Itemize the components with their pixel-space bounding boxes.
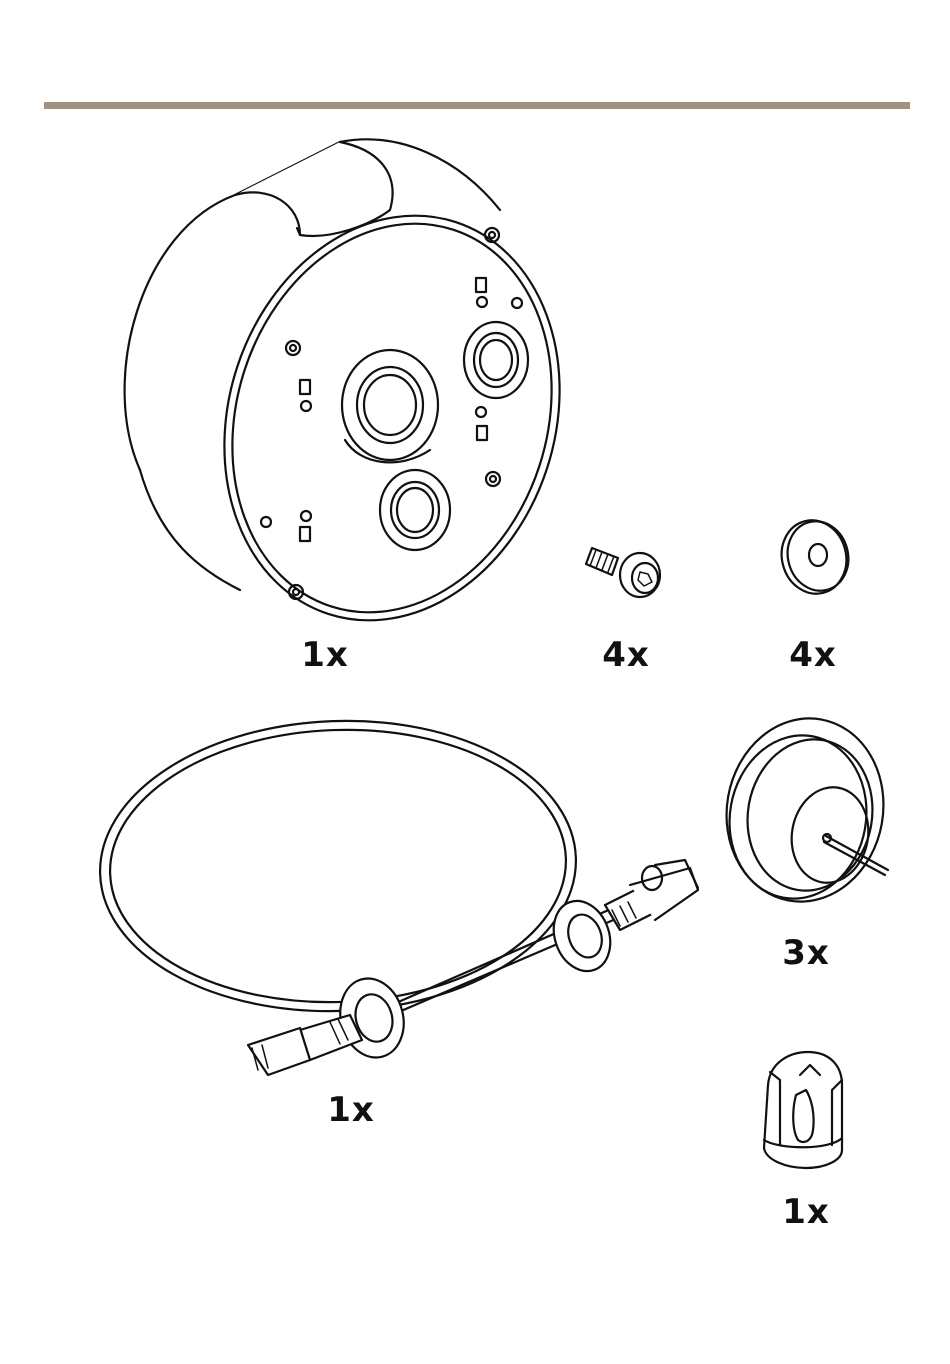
network-cable-image [95, 713, 698, 1075]
washer-image [774, 513, 857, 601]
network-cable-quantity: 1x [301, 1090, 401, 1130]
cable-gasket-quantity: 3x [756, 933, 856, 973]
screw-quantity: 4x [576, 635, 676, 675]
washer-quantity: 4x [763, 635, 863, 675]
junction-box-quantity: 1x [275, 635, 375, 675]
junction-box-image [125, 139, 611, 664]
bit-tool-quantity: 1x [756, 1192, 856, 1232]
bit-tool-image [764, 1052, 842, 1168]
screw-image [586, 548, 660, 597]
cable-gasket-image [712, 706, 898, 914]
